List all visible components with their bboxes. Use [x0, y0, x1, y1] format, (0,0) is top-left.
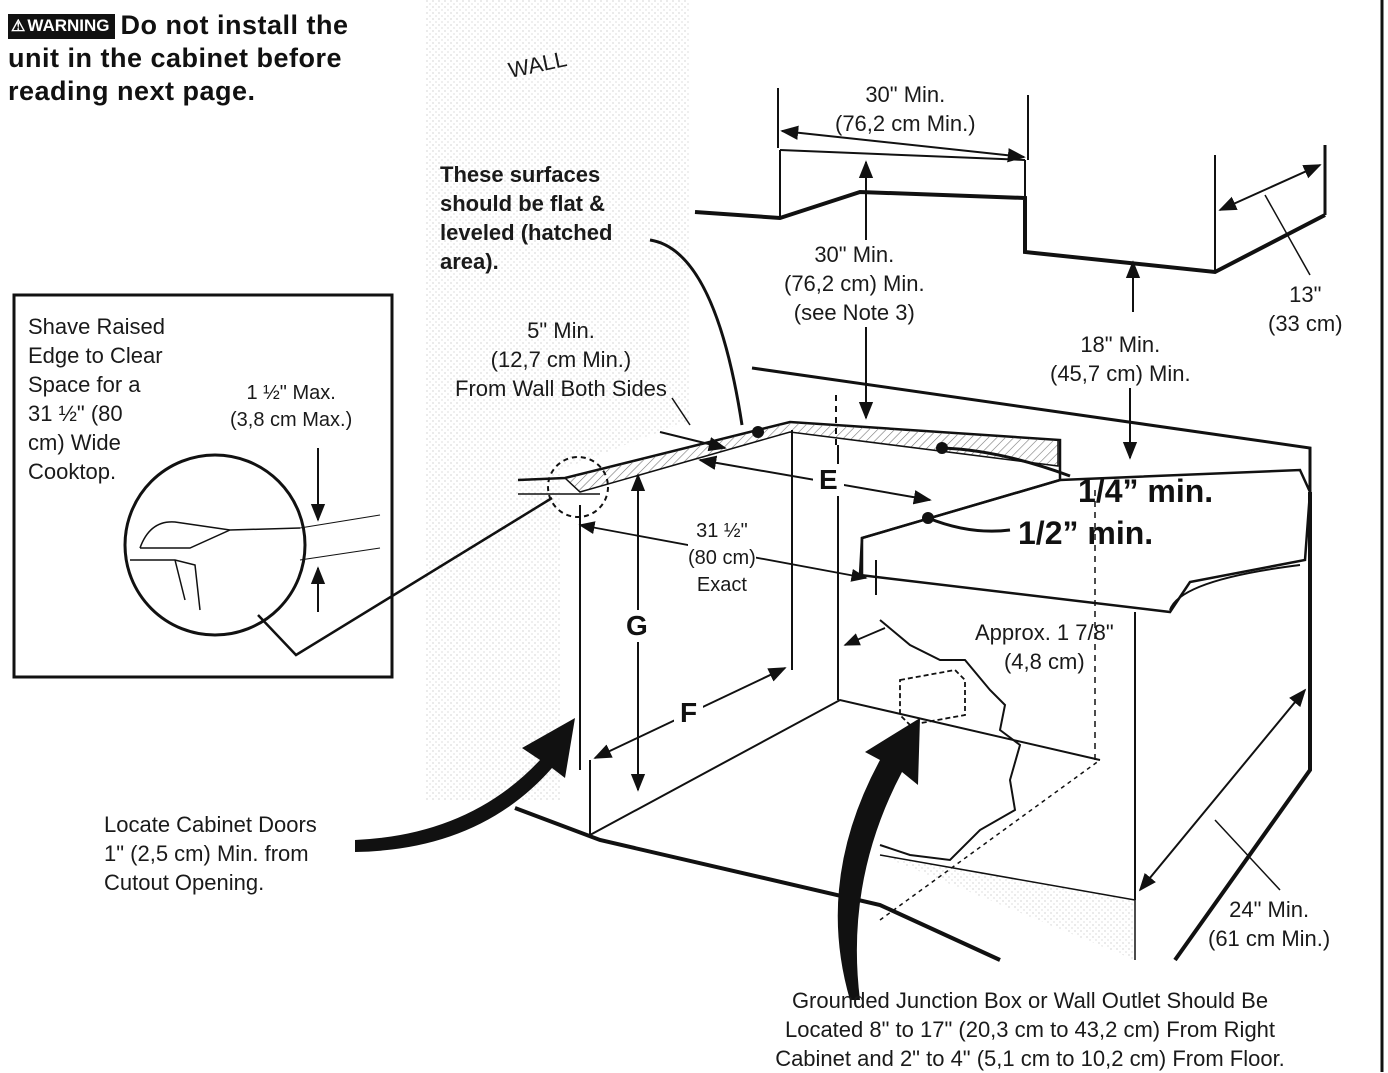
- inset-magnifier: [123, 453, 307, 637]
- warning-line-3: reading next page.: [8, 76, 256, 106]
- inset-dim-label: 1 ½" Max. (3,8 cm Max.): [230, 380, 352, 434]
- warning-triangle-icon: ⚠: [11, 18, 26, 35]
- inset-note-line: 31 ½" (80: [28, 401, 123, 426]
- dim-31-line: (80 cm): [688, 547, 756, 569]
- inset-edge-drawing: [130, 521, 301, 611]
- doors-note-line: Locate Cabinet Doors: [104, 812, 317, 837]
- dim-30-height-label: 30" Min. (76,2 cm) Min. (see Note 3): [784, 240, 925, 327]
- dim-5-leader-b: [671, 397, 691, 426]
- upper-cabinet-front: [779, 149, 1026, 161]
- dim-approx-label: Approx. 1 7/8" (4,8 cm): [975, 618, 1114, 676]
- warning-badge-text: WARNING: [27, 16, 110, 35]
- doors-note: Locate Cabinet Doors 1" (2,5 cm) Min. fr…: [104, 810, 317, 897]
- surfaces-leader: [649, 238, 744, 426]
- detail-callout-circle: [547, 456, 609, 518]
- dim-18-line: 18" Min.: [1080, 332, 1161, 357]
- toe-kick-dashed: [879, 759, 1101, 921]
- dim-30-width-line: 30" Min.: [865, 82, 946, 107]
- dim-30-height-line: (see Note 3): [793, 300, 915, 325]
- dim-31-line: Exact: [696, 574, 747, 596]
- inset-note-line: Cooktop.: [28, 459, 117, 484]
- toe-kick: [879, 854, 1136, 960]
- surfaces-dot: [752, 426, 764, 438]
- dim-5-leader-a: [659, 431, 727, 452]
- junction-note: Grounded Junction Box or Wall Outlet Sho…: [720, 986, 1340, 1073]
- dim-31-label: 31 ½" (80 cm) Exact: [688, 518, 756, 599]
- dim-18-line: (45,7 cm) Min.: [1050, 361, 1191, 386]
- surfaces-note-line: These surfaces: [440, 162, 601, 187]
- dim-g-label: G: [620, 610, 654, 642]
- countertop-edge-curve: [1169, 564, 1301, 611]
- dim-13-arrow: [1218, 164, 1322, 211]
- inset-note: Shave Raised Edge to Clear Space for a 3…: [28, 312, 165, 486]
- dim-24-line: (61 cm Min.): [1208, 926, 1331, 951]
- countertop-backsplash: [751, 366, 1312, 492]
- junction-curved-arrow: [837, 718, 920, 1000]
- inset-note-line: cm) Wide: [28, 430, 121, 455]
- surfaces-note-line: should be flat &: [440, 191, 605, 216]
- dim-31-line: 31 ½": [696, 520, 748, 542]
- dim-30-width-arrow: [780, 125, 1026, 163]
- doors-note-line: Cutout Opening.: [104, 870, 265, 895]
- dim-approx-line: (4,8 cm): [1003, 649, 1085, 674]
- wall-surface: [425, 0, 690, 800]
- inset-note-line: Shave Raised: [28, 314, 165, 339]
- dim-24-arrow: [1138, 688, 1307, 892]
- junction-note-line: Cabinet and 2" to 4" (5,1 cm to 10,2 cm)…: [775, 1046, 1285, 1071]
- dim-f-label: F: [674, 697, 704, 729]
- dim-24-line: 24" Min.: [1229, 897, 1310, 922]
- dim-5-line: (12,7 cm Min.): [490, 347, 632, 372]
- quarter-leader: [941, 446, 1071, 478]
- dim-13-line: 13": [1289, 282, 1322, 307]
- dim-30-height-line: 30" Min.: [814, 242, 895, 267]
- dim-half-label: 1/2” min.: [1018, 515, 1154, 551]
- countertop-right: [858, 468, 1312, 614]
- surfaces-note: These surfaces should be flat & leveled …: [440, 160, 612, 276]
- surfaces-note-line: leveled (hatched: [440, 220, 613, 245]
- junction-box: [899, 669, 966, 726]
- dim-13-line: (33 cm): [1268, 311, 1343, 336]
- quarter-dot: [936, 442, 948, 454]
- dim-30-height-line: (76,2 cm) Min.: [784, 271, 925, 296]
- dim-30-width-label: 30" Min. (76,2 cm Min.): [835, 80, 976, 138]
- dim-5-line: 5" Min.: [527, 318, 595, 343]
- dim-approx-leader: [843, 627, 886, 646]
- inset-dim-line: 1 ½" Max.: [246, 382, 336, 404]
- doors-note-line: 1" (2,5 cm) Min. from: [104, 841, 309, 866]
- dim-approx-line: Approx. 1 7/8": [975, 620, 1114, 645]
- surfaces-note-line: area).: [440, 249, 499, 274]
- dim-18-label: 18" Min. (45,7 cm) Min.: [1050, 330, 1191, 388]
- dim-24-leader: [1214, 819, 1281, 891]
- warning-badge: ⚠WARNING: [8, 14, 115, 39]
- dim-quarter-label: 1/4” min.: [1078, 473, 1214, 509]
- dim-e-label: E: [813, 464, 844, 496]
- doors-curved-arrow: [355, 718, 575, 852]
- dim-5-line: From Wall Both Sides: [455, 376, 667, 401]
- wall-cutaway: [879, 619, 1022, 862]
- dim-13-label: 13" (33 cm): [1268, 280, 1343, 338]
- half-leader: [927, 516, 1011, 533]
- inset-ext-bottom: [299, 547, 381, 561]
- warning-line-1: Do not install the: [120, 10, 349, 40]
- dim-24-label: 24" Min. (61 cm Min.): [1208, 895, 1330, 953]
- dim-30-width-line: (76,2 cm Min.): [835, 111, 976, 136]
- cabinet-right-side: [1173, 492, 1312, 962]
- junction-note-line: Located 8" to 17" (20,3 cm to 43,2 cm) F…: [784, 1017, 1276, 1042]
- inset-ext-top: [299, 514, 381, 529]
- half-dot: [922, 512, 934, 524]
- inset-leader: [257, 496, 553, 657]
- dim-5-label: 5" Min. (12,7 cm Min.) From Wall Both Si…: [455, 316, 667, 403]
- warning-line-2: unit in the cabinet before: [8, 43, 343, 73]
- inset-dim-line: (3,8 cm Max.): [230, 409, 353, 431]
- dim-13-leader: [1264, 194, 1311, 276]
- hatched-area: [563, 421, 1059, 493]
- cabinet-base: [514, 806, 1001, 962]
- inset-note-line: Space for a: [28, 372, 141, 397]
- junction-note-line: Grounded Junction Box or Wall Outlet Sho…: [791, 988, 1269, 1013]
- inset-note-line: Edge to Clear: [28, 343, 163, 368]
